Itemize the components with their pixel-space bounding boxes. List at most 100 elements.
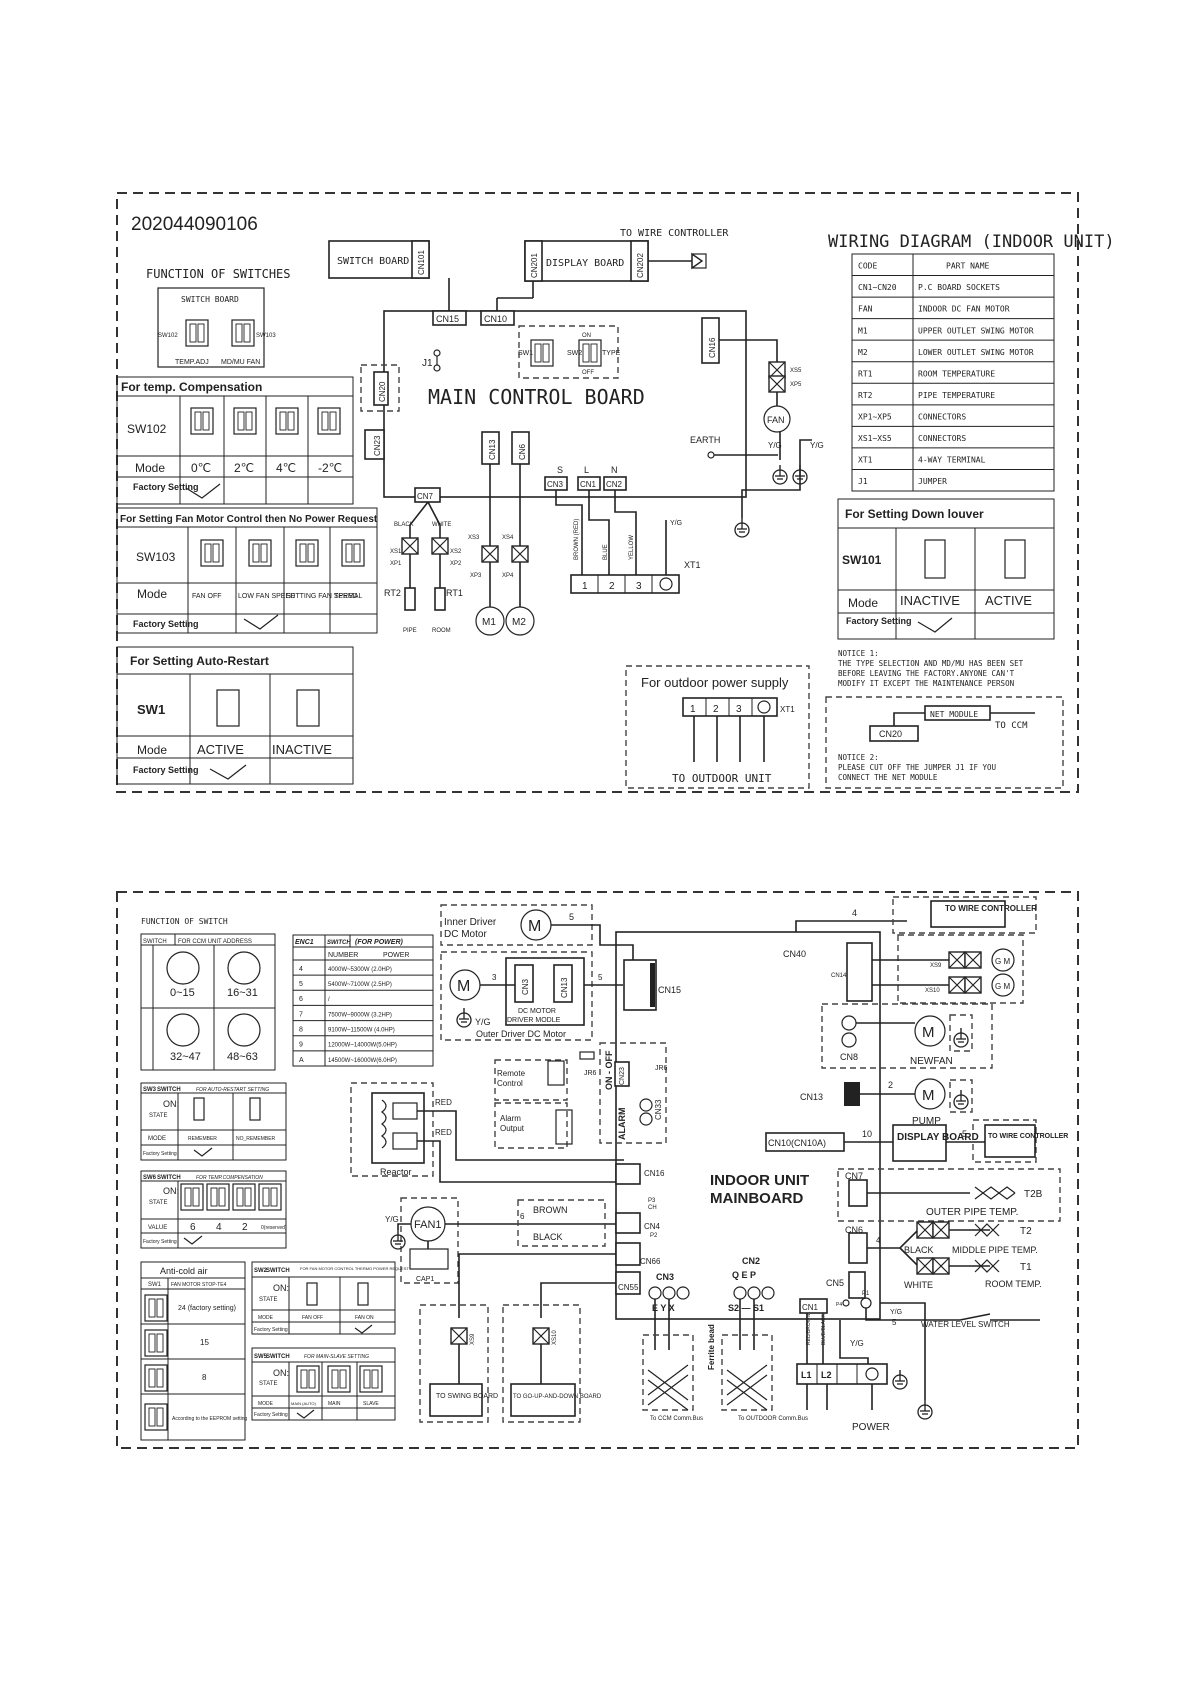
- auto-restart-table: For Setting Auto-Restart SW1 Mode ACTIVE…: [116, 646, 354, 785]
- svg-text:STATE: STATE: [259, 1297, 277, 1303]
- parts-code: XT1: [858, 456, 873, 465]
- svg-text:Factory Setting: Factory Setting: [133, 482, 199, 492]
- svg-text:FAN1: FAN1: [414, 1219, 442, 1231]
- parts-code: FAN: [858, 305, 873, 314]
- svg-text:3: 3: [492, 973, 497, 982]
- svg-text:CN15: CN15: [436, 314, 459, 324]
- svg-text:T1: T1: [1020, 1262, 1032, 1273]
- svg-text:OFF: OFF: [582, 370, 594, 376]
- svg-text:2℃: 2℃: [234, 461, 254, 475]
- capacitor-icon: [409, 1248, 449, 1270]
- svg-text:XP2: XP2: [450, 561, 462, 567]
- svg-text:Mode: Mode: [137, 743, 167, 757]
- svg-text:INACTIVE: INACTIVE: [900, 593, 960, 608]
- notice-2: NOTICE 2: PLEASE CUT OFF THE JUMPER J1 I…: [838, 753, 996, 782]
- svg-text:SW2: SW2: [254, 1268, 268, 1274]
- svg-text:CN201: CN201: [530, 253, 539, 278]
- svg-text:FUNCTION OF SWITCHES: FUNCTION OF SWITCHES: [146, 267, 291, 281]
- svg-text:G M: G M: [995, 982, 1010, 991]
- swing-motor-m1-icon: [475, 606, 505, 636]
- svg-text:WHITE: WHITE: [904, 1280, 933, 1290]
- svg-text:2: 2: [242, 1222, 248, 1233]
- svg-text:8: 8: [202, 1373, 207, 1382]
- to-wire-controller: TO WIRE CONTROLLER: [620, 228, 729, 239]
- svg-text:XS4: XS4: [502, 535, 514, 541]
- notice-1: NOTICE 1: THE TYPE SELECTION AND MD/MU H…: [838, 649, 1024, 688]
- sw2-table: SW2 SWITCH FOR FAN MOTOR CONTROL THERMO …: [251, 1261, 409, 1335]
- svg-text:Alarm: Alarm: [500, 1114, 521, 1123]
- svg-text:5: 5: [962, 1129, 967, 1139]
- sw5-table: SW5 SWITCH FOR MAIN-SLAVE SETTING ON: ST…: [251, 1347, 396, 1421]
- svg-text:PLEASE CUT OFF THE JUMPER J1 I: PLEASE CUT OFF THE JUMPER J1 IF YOU: [838, 763, 996, 772]
- svg-text:CN4: CN4: [644, 1222, 661, 1231]
- svg-text:M: M: [922, 1024, 935, 1041]
- svg-text:FOR TEMP.COMPENSATION: FOR TEMP.COMPENSATION: [196, 1175, 263, 1181]
- svg-text:SW1: SW1: [148, 1282, 162, 1288]
- svg-text:-2℃: -2℃: [318, 461, 342, 475]
- svg-text:CN2: CN2: [606, 480, 623, 489]
- svg-text:BROWN (RED): BROWN (RED): [574, 519, 580, 560]
- svg-text:TERMAL: TERMAL: [334, 593, 363, 600]
- parts-name: UPPER OUTLET SWING MOTOR: [918, 326, 1034, 335]
- svg-text:XT1: XT1: [684, 560, 701, 570]
- svg-text:0~15: 0~15: [170, 987, 195, 999]
- main-control-board-label: MAIN CONTROL BOARD: [428, 385, 645, 409]
- svg-text:MODE: MODE: [258, 1315, 274, 1321]
- svg-text:XS3: XS3: [468, 535, 480, 541]
- svg-text:SWITCH: SWITCH: [157, 1087, 181, 1093]
- svg-text:MAIN (AUTO): MAIN (AUTO): [291, 1401, 316, 1406]
- parts-name: LOWER OUTLET SWING MOTOR: [918, 348, 1034, 357]
- newfan-motor-icon: [914, 1015, 946, 1047]
- svg-text:MODE: MODE: [148, 1136, 166, 1142]
- svg-text:P3: P3: [648, 1198, 656, 1204]
- pump-motor-icon: [914, 1078, 946, 1110]
- svg-text:FOR MAIN-SLAVE SETTING: FOR MAIN-SLAVE SETTING: [304, 1354, 369, 1360]
- svg-text:For Setting Down louver: For Setting Down louver: [845, 507, 984, 521]
- bottom-panel-frame: [116, 891, 1079, 1449]
- svg-text:TO OUTDOOR UNIT: TO OUTDOOR UNIT: [672, 772, 772, 785]
- main-control-board: [383, 310, 747, 498]
- svg-text:CN101: CN101: [417, 250, 426, 275]
- svg-text:CN14: CN14: [831, 973, 847, 979]
- svg-text:CN23: CN23: [619, 1067, 626, 1085]
- svg-text:TYPE: TYPE: [602, 350, 621, 357]
- svg-text:PIPE: PIPE: [403, 628, 417, 634]
- svg-text:SW2: SW2: [567, 350, 582, 357]
- svg-text:INACTIVE: INACTIVE: [272, 742, 332, 757]
- svg-text:CN3: CN3: [656, 1272, 674, 1282]
- svg-text:1: 1: [582, 581, 588, 592]
- svg-text:FAN OFF: FAN OFF: [302, 1315, 323, 1321]
- svg-text:CN15: CN15: [658, 985, 681, 995]
- svg-text:CN66: CN66: [640, 1257, 661, 1266]
- parts-code: XS1~XS5: [858, 434, 892, 443]
- svg-text:SW3: SW3: [143, 1087, 157, 1093]
- svg-text:Y/G: Y/G: [670, 520, 682, 527]
- svg-text:INDOOR UNIT: INDOOR UNIT: [710, 1172, 809, 1189]
- power-range: 12000W~14000W(5.0HP): [328, 1043, 397, 1049]
- svg-text:BLACK: BLACK: [394, 522, 414, 528]
- svg-text:2: 2: [888, 1080, 893, 1090]
- svg-text:J1: J1: [422, 358, 433, 369]
- svg-text:5: 5: [892, 1318, 897, 1327]
- svg-text:MODIFY IT EXCEPT THE MAINTENAN: MODIFY IT EXCEPT THE MAINTENANCE PERSON: [838, 679, 1014, 688]
- svg-text:To CCM Comm.Bus: To CCM Comm.Bus: [650, 1416, 703, 1422]
- svg-text:EARTH: EARTH: [690, 435, 720, 445]
- svg-text:XP5: XP5: [790, 382, 802, 388]
- svg-text:3: 3: [636, 581, 642, 592]
- svg-text:FAN OFF: FAN OFF: [192, 593, 222, 600]
- svg-text:SW1: SW1: [137, 702, 165, 717]
- svg-text:CN1: CN1: [580, 480, 597, 489]
- power-range: 7500W~9000W (3.2HP): [328, 1012, 392, 1018]
- svg-text:THE TYPE SELECTION AND MD/MU H: THE TYPE SELECTION AND MD/MU HAS BEEN SE…: [838, 659, 1024, 668]
- power-range: 14500W~16000W(6.0HP): [328, 1058, 397, 1064]
- svg-text:TO GO-UP-AND-DOWN BOARD: TO GO-UP-AND-DOWN BOARD: [513, 1394, 602, 1400]
- svg-text:32~47: 32~47: [170, 1051, 201, 1063]
- svg-text:Outer Driver DC Motor: Outer Driver DC Motor: [476, 1029, 566, 1039]
- svg-text:6: 6: [190, 1222, 196, 1233]
- svg-text:NO_REMEMBER: NO_REMEMBER: [236, 1136, 276, 1142]
- power-number: 7: [299, 1011, 303, 1018]
- swing-motor-m2-icon: [505, 606, 535, 636]
- svg-text:CN10: CN10: [484, 314, 507, 324]
- svg-text:MD/MU FAN: MD/MU FAN: [221, 359, 260, 366]
- svg-text:CN10(CN10A): CN10(CN10A): [768, 1138, 826, 1148]
